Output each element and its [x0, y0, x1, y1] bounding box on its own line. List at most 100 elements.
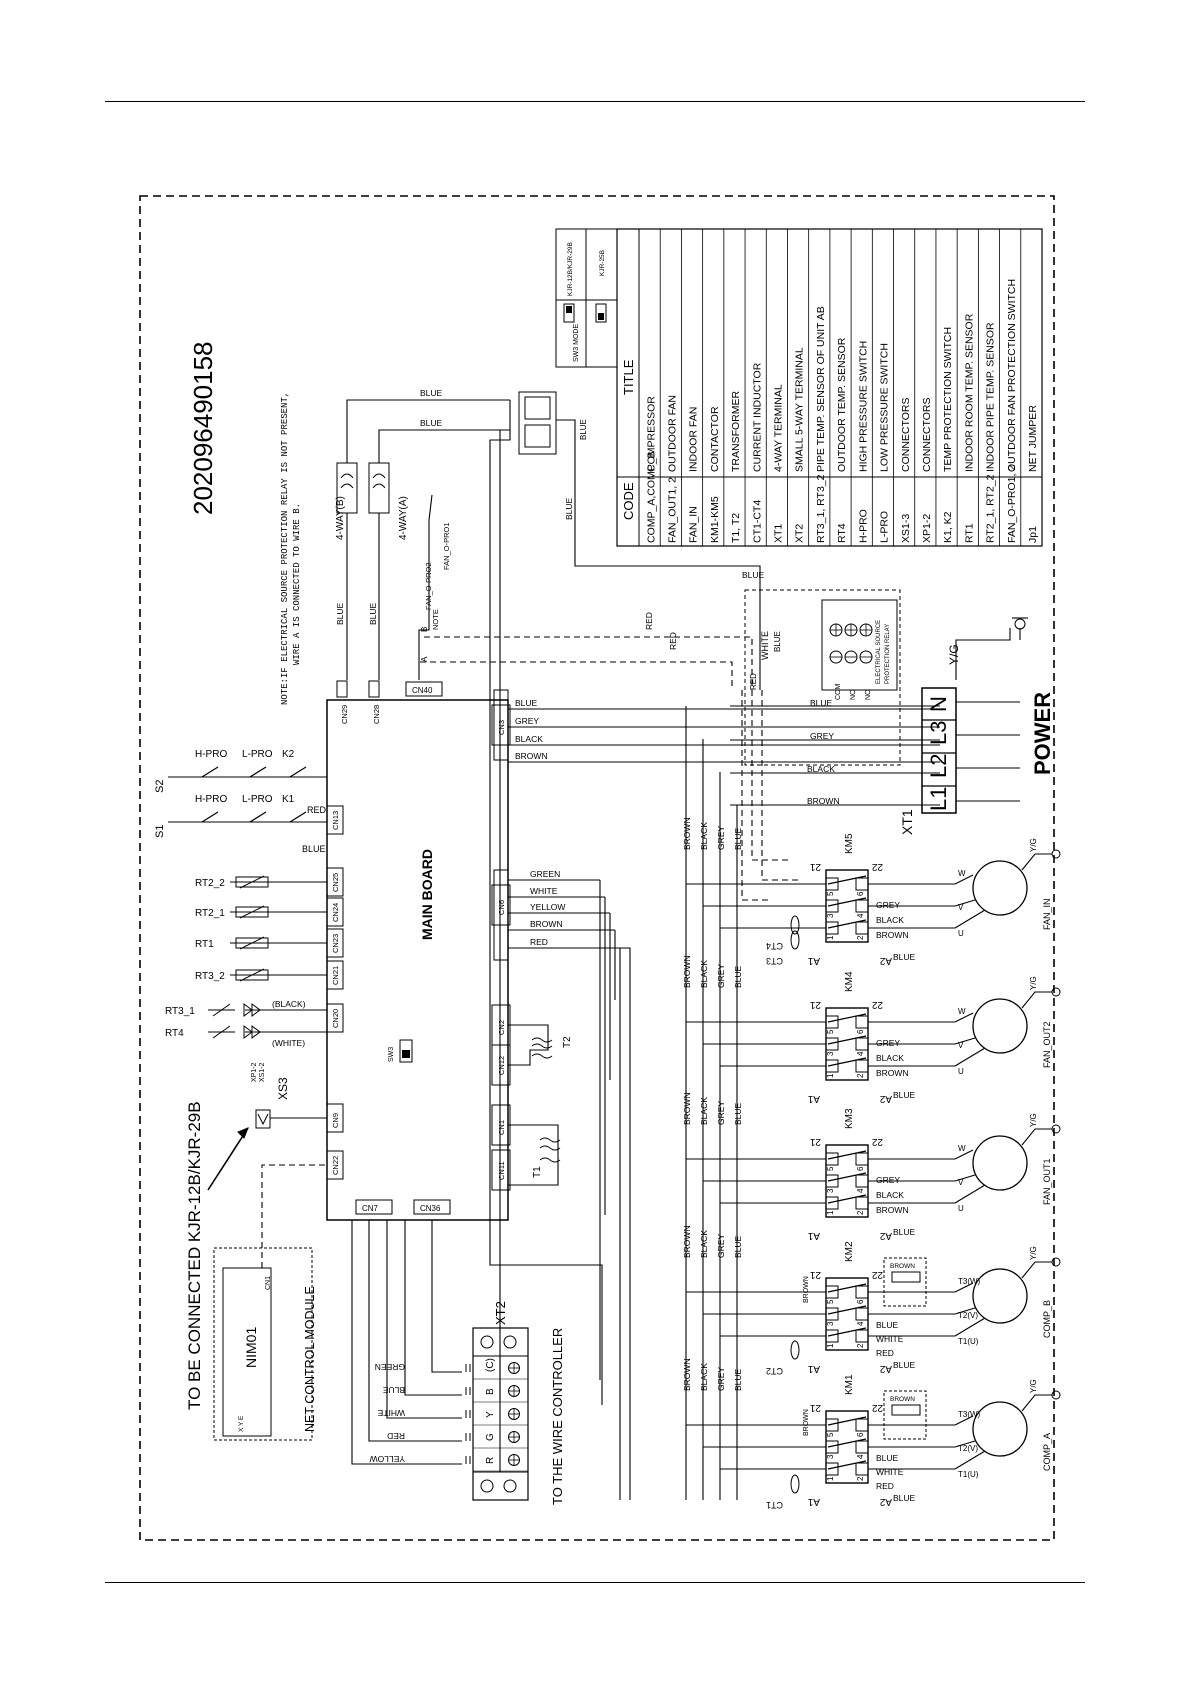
- net-dashed-wire: [261, 1164, 327, 1268]
- legend-code: XT1: [773, 524, 785, 543]
- bus-label: BLUE: [733, 1102, 743, 1125]
- wire-label-blue: BLUE: [579, 419, 588, 440]
- contactor-terminal: [855, 1329, 869, 1343]
- switch-s2: S2: [154, 780, 166, 793]
- motor-lead: [954, 1317, 986, 1337]
- motor-lead: [954, 1450, 986, 1470]
- bus-label: GREY: [716, 1101, 726, 1125]
- contactor-body: [825, 1277, 869, 1351]
- contactor-terminal: [855, 1152, 869, 1166]
- motor-load-label: FAN_IN: [1042, 898, 1052, 930]
- contactor-term-num: 3: [826, 1321, 835, 1326]
- wire-label-brown: BROWN: [876, 1205, 909, 1215]
- xt1-block: [921, 687, 957, 814]
- h-pro-label: H-PRO: [195, 749, 227, 760]
- legend-code: RT1: [963, 523, 975, 543]
- contactor-term-num: 5: [826, 1299, 835, 1304]
- document-number: 202096490158: [188, 341, 218, 515]
- xt2-caption: TO THE WIRE CONTROLLER: [550, 1328, 565, 1505]
- comp-b-control-wire: [489, 400, 603, 1405]
- contactor-terminal: [825, 921, 839, 935]
- motor-term: W: [958, 1007, 966, 1016]
- dashed-wire: [761, 690, 800, 881]
- connector-label-cn24: CN24: [331, 903, 340, 922]
- thermal-protector-coil: [891, 1404, 921, 1416]
- ct-label: CT2: [766, 1366, 783, 1376]
- contactor-terminal: [825, 1440, 839, 1454]
- contactor-term-num: 6: [856, 891, 865, 896]
- contactor-terminal: [825, 899, 839, 913]
- current-inductor-ct4: [790, 915, 800, 935]
- xt2-wire: [368, 1220, 462, 1442]
- contactor-contact: [827, 1172, 867, 1182]
- contactor-contact: [827, 1194, 867, 1204]
- contactor-terminal: [855, 1418, 869, 1432]
- wire-label-red: RED: [876, 1481, 894, 1491]
- sensor-note-white: (WHITE): [272, 1038, 305, 1048]
- xt2-wire-label: GREEN: [375, 1362, 405, 1372]
- thermistor-icon: [239, 936, 265, 950]
- relay-block-cell: [524, 424, 551, 448]
- contactor-contact: [827, 897, 867, 907]
- contactor-a2-label: A2: [879, 955, 892, 966]
- legend-title: TEMP PROTECTION SWITCH: [942, 327, 954, 472]
- xt2-label: XT2: [493, 1301, 508, 1325]
- motor-load-label: COMP_B: [1042, 1300, 1052, 1338]
- net-control-module-label: NET CONTROL MODULE: [303, 1286, 317, 1432]
- ground-label: Y/G: [1029, 1246, 1038, 1260]
- motor-comp_a: [972, 1401, 1028, 1457]
- nim01-box: [222, 1267, 272, 1437]
- contactor-body: [825, 1007, 869, 1081]
- legend-title: CONNECTORS: [900, 398, 912, 472]
- contactor-contact: [827, 1460, 867, 1470]
- xp-label: XP1-2: [251, 1062, 258, 1082]
- contactor-term-num: 3: [826, 1454, 835, 1459]
- bottom-rule: [105, 1582, 1085, 1583]
- legend-title: OUTDOOR FAN PROTECTION SWITCH: [1006, 279, 1018, 472]
- connector-label-cn23: CN23: [331, 934, 340, 953]
- motor-term: T3(W): [958, 1277, 981, 1286]
- contactor-terminal: [855, 1462, 869, 1476]
- motor-lead: [954, 1307, 976, 1315]
- legend-code: FAN_OUT1, 2: [666, 477, 678, 543]
- contactor-terminal: [855, 1037, 869, 1051]
- contactor-term-num: 2: [856, 1343, 865, 1348]
- contactor-a1-label: A1: [807, 1093, 820, 1104]
- bus-label: BROWN: [682, 1092, 692, 1125]
- ct-label: CT4: [766, 941, 783, 951]
- cn6-wire-label: WHITE: [530, 886, 558, 896]
- relay-block-blue-wire: [556, 419, 761, 690]
- xs3-connector: [257, 1113, 269, 1126]
- contactor-term-num: 1: [826, 1476, 835, 1481]
- contactor-22-label: 22: [871, 999, 883, 1010]
- sw3-mode-label: SW3 MODE: [573, 324, 580, 362]
- motor-load-label: COMP_A: [1042, 1433, 1052, 1471]
- wire-label-brown: BROWN: [876, 930, 909, 940]
- relay-term-label: NC: [850, 690, 857, 700]
- legend-code: FAN_IN: [688, 506, 700, 543]
- wire-label-black: BLACK: [876, 1053, 904, 1063]
- ground-lead: [1021, 1261, 1052, 1279]
- ct-label: CT1: [766, 1500, 783, 1510]
- connector-label-cn29: CN29: [340, 705, 349, 724]
- xt2-mount-hole: [503, 1335, 517, 1349]
- legend-title: INDOOR PIPE TEMP. SENSOR: [985, 322, 997, 472]
- motor-fan_out2: [972, 998, 1028, 1054]
- bus-label: GREY: [716, 1234, 726, 1258]
- wire-label-blue: BLUE: [368, 602, 378, 625]
- xt2-wire-label: RED: [387, 1431, 405, 1441]
- wire-label-blue: BLUE: [420, 418, 443, 428]
- contactor-terminal: [825, 1174, 839, 1188]
- xt2-wire: [386, 1220, 462, 1419]
- motor-load-label: FAN_OUT1: [1042, 1158, 1052, 1205]
- legend-header-title: TITLE: [621, 359, 636, 395]
- nim01-cn1: CN1: [265, 1276, 272, 1290]
- cn3-wire-label: BLUE: [515, 698, 538, 708]
- transformer-t1-label: T1: [532, 1166, 543, 1178]
- wire-label-brown: BROWN: [890, 1396, 915, 1403]
- legend-code: RT3_1, RT3_2: [815, 474, 827, 543]
- transformer-t1-icon: [539, 1137, 561, 1163]
- contactor-terminal: [825, 1059, 839, 1073]
